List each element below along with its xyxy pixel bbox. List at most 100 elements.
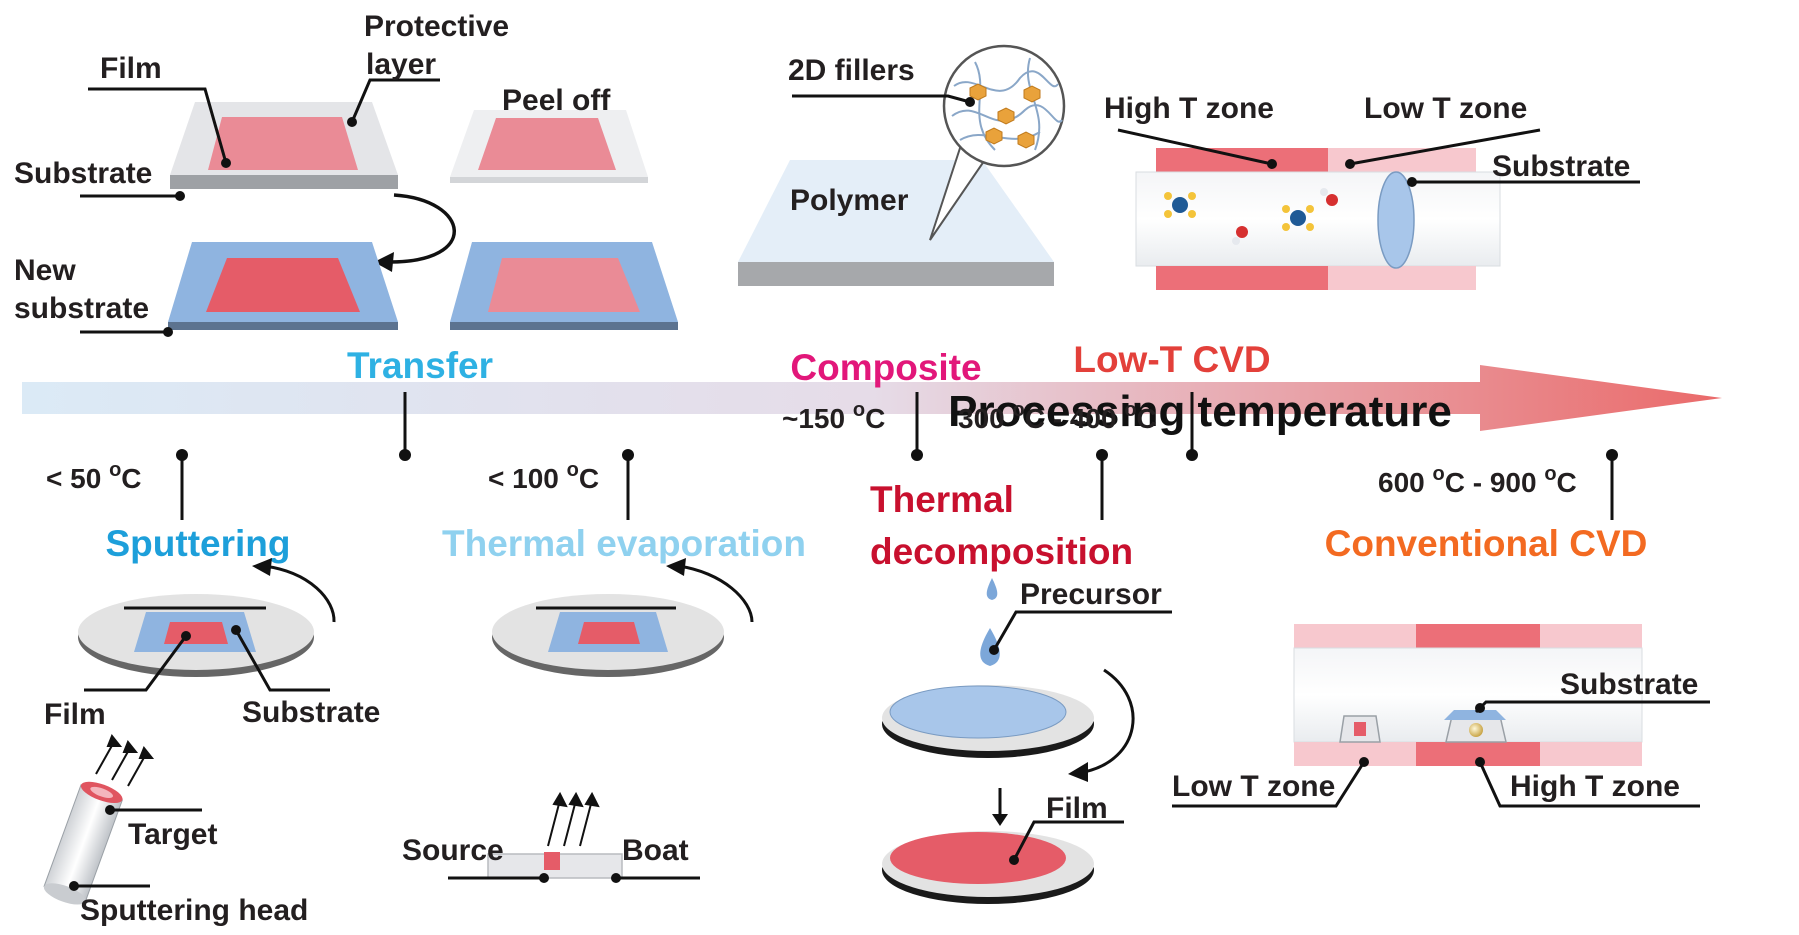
sputter-emission-arrows [95,734,155,787]
conv-source-ball [1469,723,1483,737]
low-zone-label: Low T zone [1364,92,1527,125]
final-film [488,258,640,312]
new-substrate-leader-dot [163,327,173,337]
film-leader [88,87,228,164]
thermal-decomposition-panel: Thermal decomposition Precursor Film [870,449,1172,904]
temp-composite: ~150 oC [782,399,885,434]
peeled-layer-edge [450,177,648,183]
composite-tick-dot [911,449,923,461]
precursor-leader-dot [989,645,999,655]
conv-low-zone-label: Low T zone [1172,770,1335,803]
sputter-substrate-label: Substrate [242,696,380,729]
conv-low-zone-leader-dot [1359,757,1369,767]
tube-body [1135,171,1501,267]
precursor-molecules [1164,188,1338,245]
transfer-curved-arrow [389,193,456,264]
spin-precursor-layer [889,685,1067,739]
high-zone-leader [1117,128,1273,166]
conv-low-zone-top-left [1294,624,1416,648]
precursor-leader [992,610,1172,651]
sputtering-tick-dot [176,449,188,461]
sputter-substrate-leader-dot [231,625,241,635]
source-label: Source [402,834,504,867]
conv-low-zone-bottom-left [1294,742,1416,766]
protective-leader-dot [347,117,357,127]
new-label-2: substrate [14,292,149,325]
evap-film [578,622,640,644]
film-sheet [208,117,358,170]
upper-temperature-labels: ~150 oC 300 oC - 400 oC [782,399,1157,434]
sputtering-panel: < 50 oC Sputtering Film Substrate [43,449,380,927]
substrate-leader-dot [1407,177,1417,187]
new-label-1: New [14,254,76,287]
evap-rotation-head [666,558,686,576]
decomp-film-leader-dot [1009,855,1019,865]
fillers-leader-dot [965,97,975,107]
tube-substrate-disk [1377,171,1415,269]
sputter-rotation-arrow [263,564,336,623]
tube-high-zone-top [1156,148,1328,172]
transfer-title: Transfer [347,345,493,386]
conv-substrate [1444,710,1506,720]
polymer-label: Polymer [790,184,909,217]
new-substrate-edge [168,322,398,330]
temp-thermal-decomposition: 300 oC - 400 oC [958,399,1157,434]
substrate-label: Substrate [14,157,152,190]
new-substrate-film [206,258,360,312]
sputter-film-leader-dot [181,631,191,641]
source-leader-dot [539,873,549,883]
magnifier-circle [942,44,1066,168]
low-t-cvd-tick-dot [1186,449,1198,461]
temp-sputtering: < 50 oC [46,459,142,494]
2d-filler-flakes [969,83,1041,149]
evap-rotation-arrow [677,564,754,623]
high-zone-label: High T zone [1104,92,1274,125]
decomposition-title-2: decomposition [870,531,1133,572]
transfer-tick-dot [399,449,411,461]
conventional-tick-dot [1606,449,1618,461]
high-zone-leader-dot [1267,159,1277,169]
temperature-axis: Processing temperature [22,365,1722,436]
head-label: Sputtering head [80,894,308,927]
final-substrate-edge [450,322,678,330]
transfer-panel: Film Protective layer Substrate Peel off… [14,10,678,461]
conv-high-zone-leader [1478,761,1700,808]
evaporation-title: Thermal evaporation [442,523,806,564]
decomposition-title-1: Thermal [870,479,1014,520]
evaporation-tick-dot [622,449,634,461]
sputter-film-label: Film [44,698,106,731]
axis-arrow [22,365,1722,431]
protective-leader [350,78,440,123]
polymer-slab-edge [738,262,1054,286]
decomp-film-leader [1012,820,1124,861]
decomposition-tick-dot [1096,449,1108,461]
fillers-leader [792,94,971,104]
conv-left-source [1354,722,1366,736]
substrate-plate [170,175,398,189]
low-t-cvd-title: Low-T CVD [1073,339,1270,380]
sputtering-title: Sputtering [106,523,291,564]
composite-title: Composite [790,347,981,388]
composite-panel: 2D fillers Polymer Composite [738,44,1066,461]
polymer-slab [738,160,1054,262]
boat-label: Boat [622,834,689,867]
low-zone-leader-dot [1345,159,1355,169]
target-leader-dot [105,805,115,815]
sputtering-head [43,781,123,905]
precursor-drop-1 [986,578,998,600]
transfer-arrow-head [374,252,394,272]
thermal-evaporation-panel: < 100 oC Thermal evaporation Source Boat [402,449,806,883]
tube-low-zone-bottom [1328,266,1476,290]
sputter-substrate-leader [234,629,330,692]
conv-substrate-leader-dot [1475,703,1485,713]
decomp-film-label: Film [1046,792,1108,825]
evap-emission-arrows [547,791,600,847]
peeled-film [478,118,616,170]
sputter-film-leader [84,635,188,692]
sputter-film [164,622,228,644]
substrate-leader-dot [175,191,185,201]
film-leader-dot [221,158,231,168]
conv-high-zone-label: High T zone [1510,770,1680,803]
temp-conventional: 600 oC - 900 oC [1378,463,1577,498]
low-t-cvd-panel: High T zone Low T zone Substrate Low-T C… [1073,92,1640,461]
